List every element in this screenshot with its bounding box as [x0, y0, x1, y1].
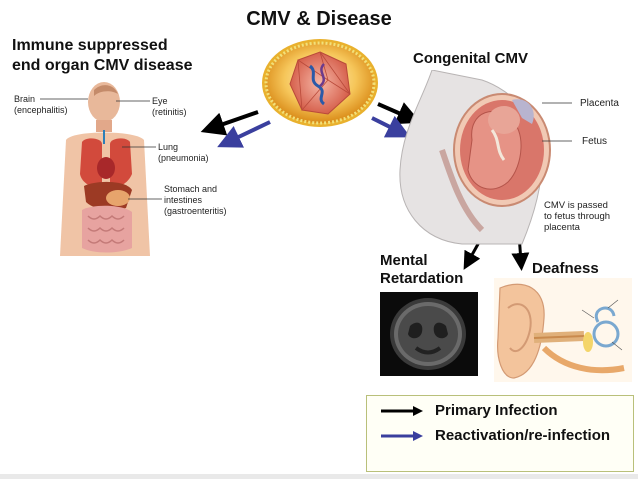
reactivation-arrow-right — [371, 115, 411, 138]
mental-heading-line1: Mental — [380, 252, 428, 269]
mental-retardation-heading: Mental Retardation — [380, 252, 463, 288]
eye-label: Eye (retinitis) — [152, 96, 187, 118]
lung-label: Lung (pneumonia) — [158, 142, 209, 164]
legend-reactivation: Reactivation/re-infection — [379, 427, 610, 444]
eye-label-sub: (retinitis) — [152, 107, 187, 117]
brain-leader-line — [40, 98, 88, 100]
mental-heading-line2: Retardation — [380, 270, 464, 287]
eye-leader-line — [116, 100, 150, 102]
deafness-heading: Deafness — [532, 260, 599, 277]
reactivation-arrow-icon — [381, 430, 423, 441]
placenta-label: Placenta — [580, 98, 619, 109]
lung-label-text: Lung — [158, 142, 179, 152]
bottom-bar — [0, 474, 638, 479]
cmv-passed-line1: CMV is passed — [544, 200, 608, 211]
eye-label-text: Eye — [152, 96, 168, 106]
brain-label-text: Brain — [14, 94, 36, 104]
human-body-illustration — [60, 82, 150, 256]
pregnancy-illustration — [399, 70, 572, 245]
legend-primary: Primary Infection — [379, 402, 558, 419]
ear-anatomy-image — [494, 278, 632, 382]
lung-label-sub: (pneumonia) — [158, 153, 209, 163]
immune-heading-line2: end organ CMV disease — [12, 57, 193, 74]
cmv-passed-label: CMV is passed to fetus through placenta — [544, 200, 610, 233]
diagram-title: CMV & Disease — [246, 8, 392, 30]
brain-scan-image — [380, 292, 478, 376]
primary-arrow-icon — [381, 405, 423, 416]
brain-label: Brain (encephalitis) — [14, 94, 68, 116]
legend-box: Primary Infection Reactivation/re-infect… — [366, 395, 634, 472]
fetus-label: Fetus — [582, 136, 608, 147]
stomach-label-line3: (gastroenteritis) — [164, 206, 227, 216]
stomach-label: Stomach and intestines (gastroenteritis) — [164, 184, 227, 217]
legend-reactivation-label: Reactivation/re-infection — [435, 427, 611, 444]
primary-arrow-left — [200, 110, 259, 136]
immune-heading: Immune suppressed end organ CMV disease — [12, 36, 193, 76]
cmv-passed-line3: placenta — [544, 222, 580, 233]
stomach-label-line2: intestines — [164, 195, 203, 205]
cmv-virus-illustration — [262, 39, 378, 127]
primary-arrow-right — [377, 102, 421, 125]
brain-label-sub: (encephalitis) — [14, 105, 68, 115]
stomach-leader-line — [128, 198, 162, 200]
reactivation-arrow-left — [217, 120, 271, 148]
immune-heading-line1: Immune suppressed — [12, 37, 168, 54]
congenital-heading: Congenital CMV — [413, 50, 528, 67]
legend-primary-label: Primary Infection — [435, 402, 558, 419]
cmv-passed-line2: to fetus through — [544, 211, 611, 222]
lung-leader-line — [122, 146, 156, 148]
stomach-label-line1: Stomach and — [164, 184, 218, 194]
